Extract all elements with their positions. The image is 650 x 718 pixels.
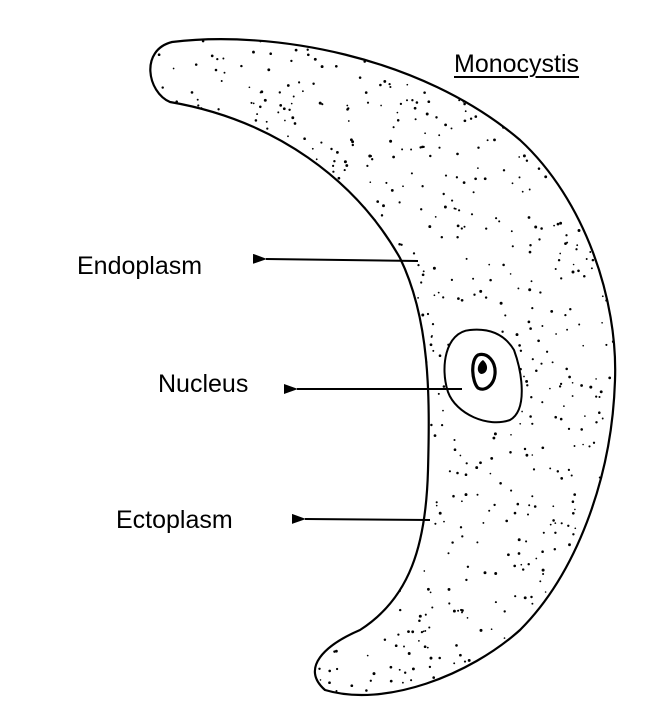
endoplasm-arrow (252, 253, 419, 264)
diagram-title: Monocystis (454, 50, 580, 78)
ectoplasm-arrow (291, 513, 431, 524)
nucleolus (471, 352, 497, 391)
ectoplasm-label: Ectoplasm (116, 506, 233, 534)
endoplasm-label: Endoplasm (77, 252, 203, 280)
ectoplasm-outline (149, 38, 617, 697)
nucleus-label: Nucleus (158, 370, 249, 398)
